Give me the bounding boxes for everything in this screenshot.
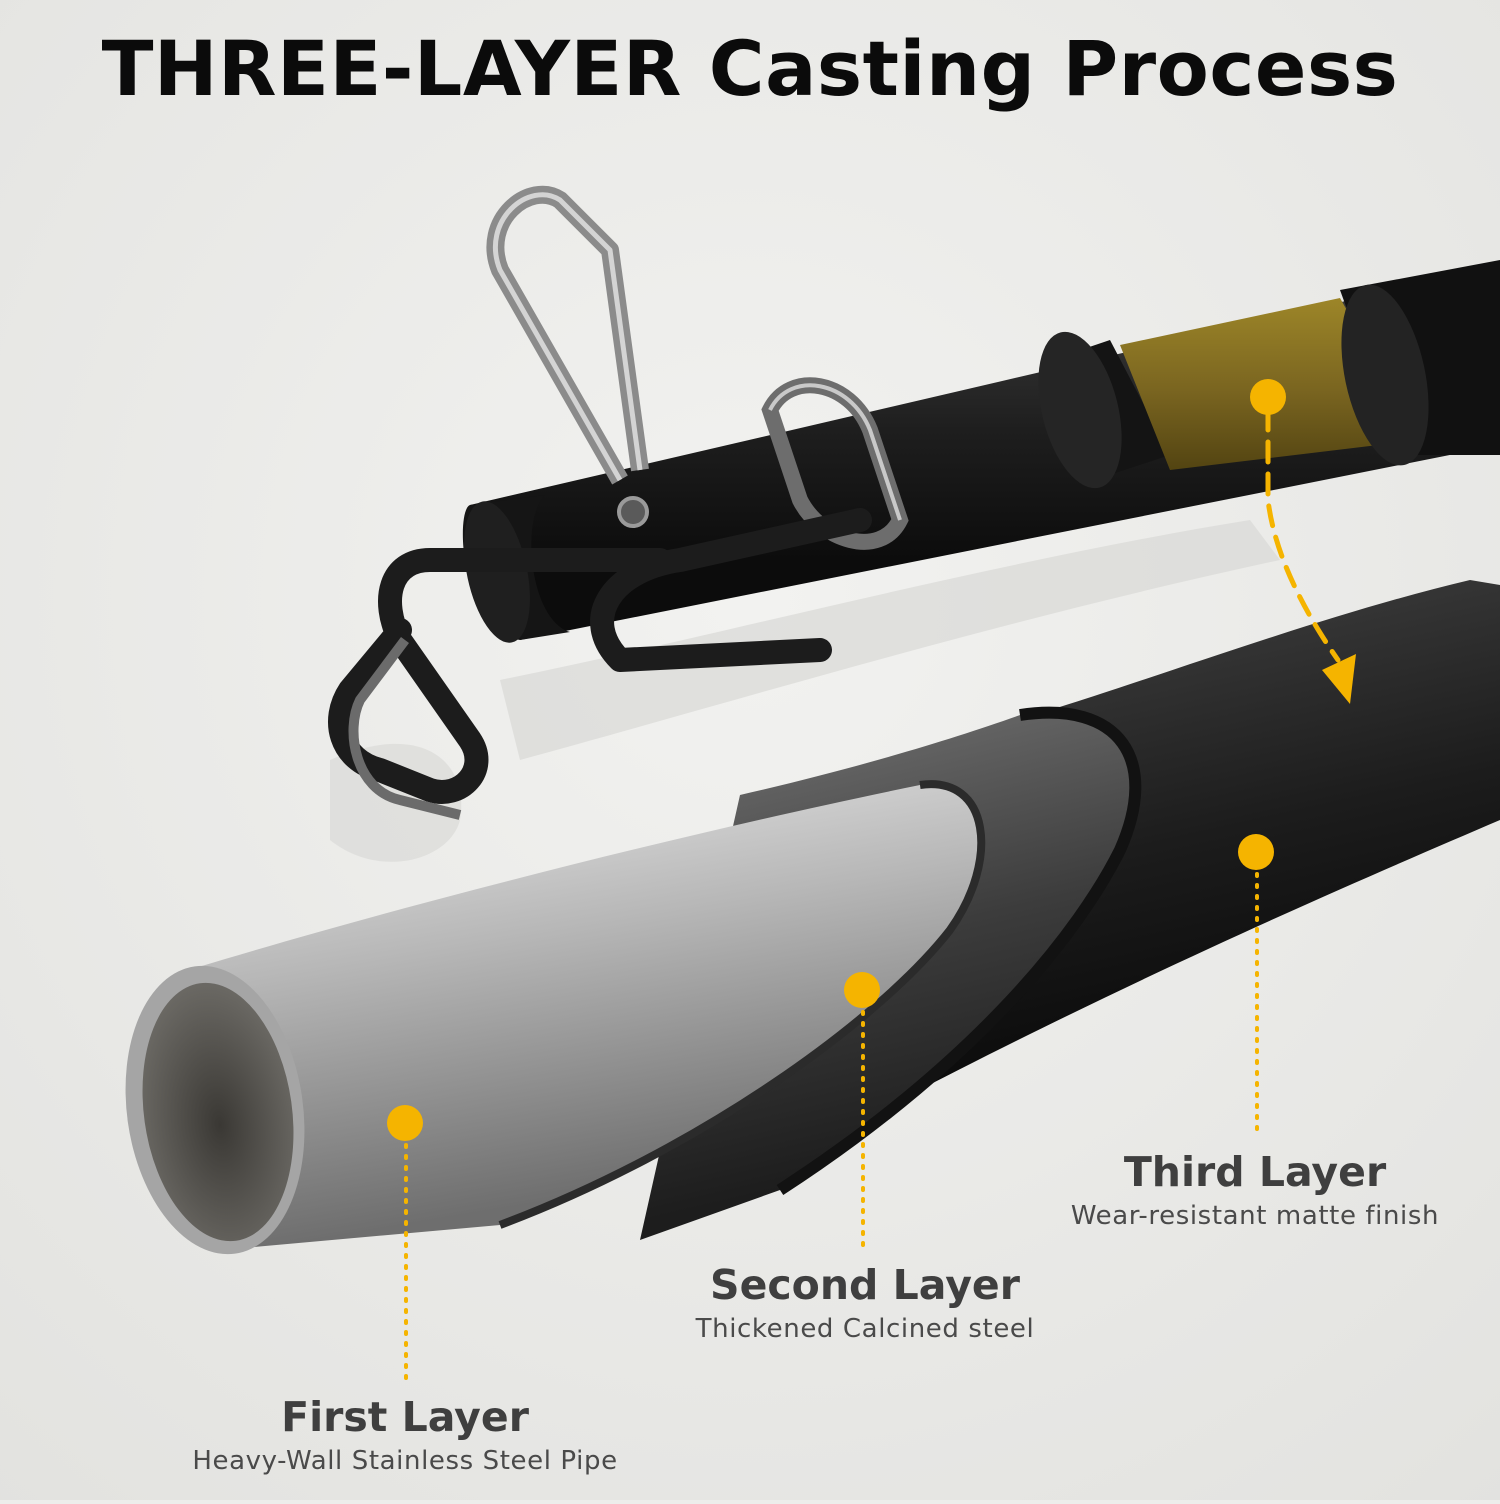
marker-top-arrow — [1250, 379, 1286, 415]
page-title: THREE-LAYER Casting Process — [101, 24, 1399, 113]
first-layer-label: First Layer Heavy-Wall Stainless Steel P… — [95, 1393, 715, 1477]
marker-second-layer — [844, 972, 880, 1252]
third-layer-label: Third Layer Wear-resistant matte finish — [1020, 1148, 1490, 1232]
first-layer-heading: First Layer — [281, 1393, 529, 1441]
second-layer-description: Thickened Calcined steel — [695, 1314, 1035, 1345]
second-layer-heading: Second Layer — [710, 1261, 1020, 1309]
first-layer-description: Heavy-Wall Stainless Steel Pipe — [192, 1446, 618, 1477]
marker-first-layer — [387, 1105, 423, 1387]
third-layer-heading: Third Layer — [1123, 1148, 1387, 1196]
third-layer-description: Wear-resistant matte finish — [1070, 1201, 1440, 1232]
marker-third-layer — [1238, 834, 1274, 1132]
second-layer-label: Second Layer Thickened Calcined steel — [565, 1261, 1165, 1345]
